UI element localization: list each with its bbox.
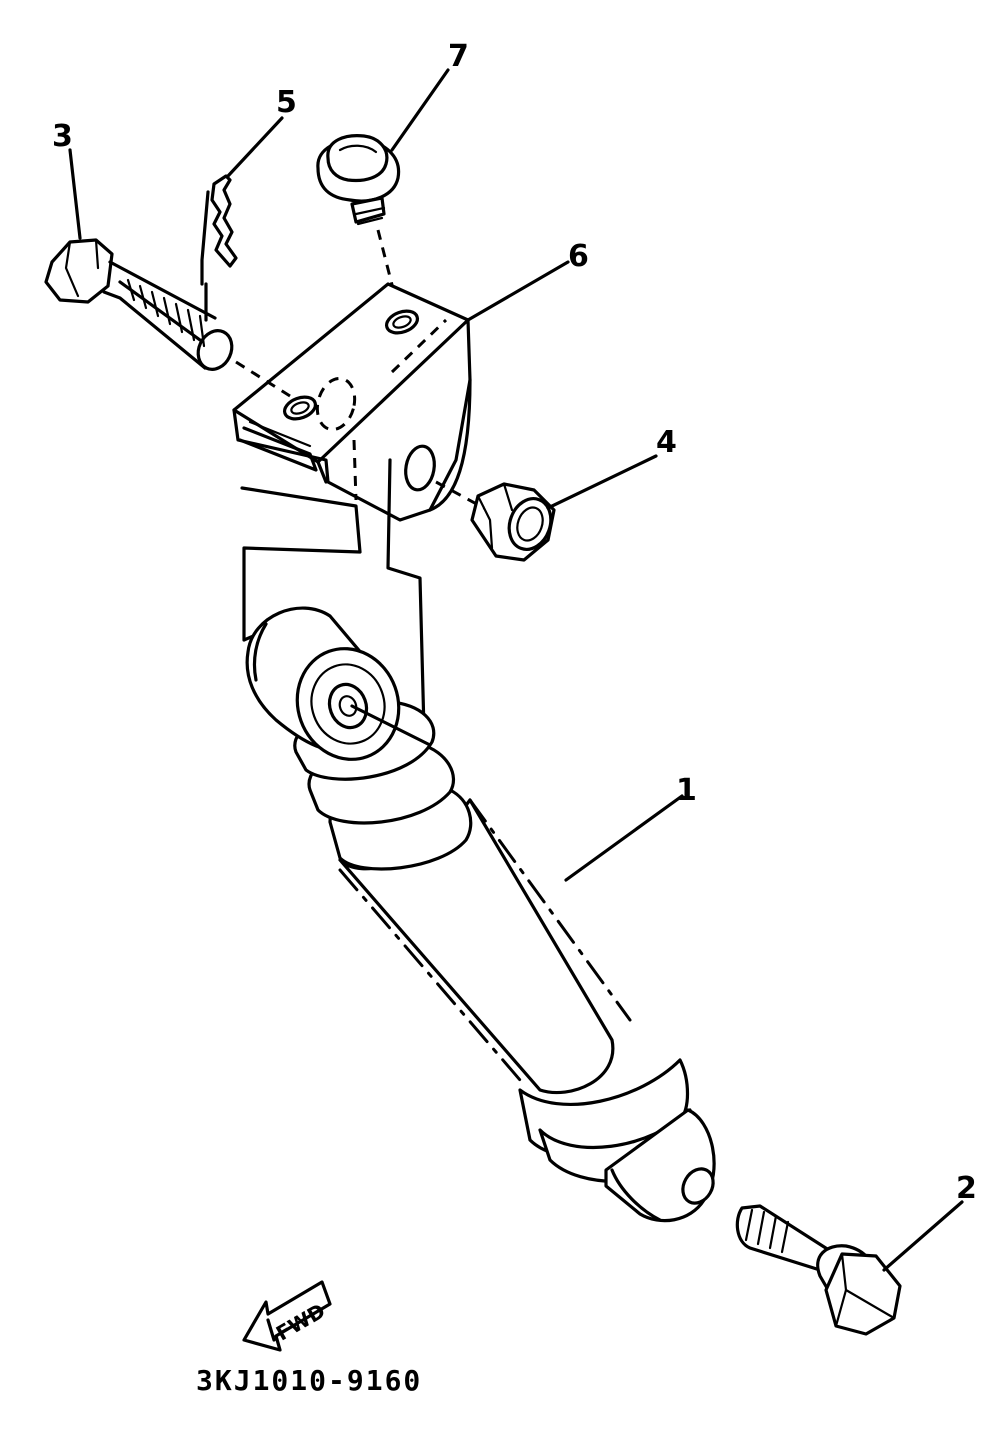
screw-part-7[interactable] [316,134,402,317]
bracket-part-6[interactable] [232,282,472,732]
shock-absorber-part-1[interactable] [245,606,719,1223]
callout-5: 5 [276,85,297,120]
bolt-part-3[interactable] [44,238,238,375]
callout-7: 7 [448,39,469,74]
callout-2: 2 [956,1171,977,1206]
cotter-pin-part-5[interactable] [200,174,238,322]
diagram-code: 3KJ1010-9160 [196,1364,422,1397]
forward-direction-arrow-icon: FWD [242,1280,332,1352]
callout-4: 4 [656,425,677,460]
flange-bolt-part-2[interactable] [735,1204,902,1336]
callout-6: 6 [568,239,589,274]
nut-part-4[interactable] [435,480,558,562]
callout-3: 3 [52,119,73,154]
callout-1: 1 [676,773,697,808]
leader-lines [68,68,964,1272]
